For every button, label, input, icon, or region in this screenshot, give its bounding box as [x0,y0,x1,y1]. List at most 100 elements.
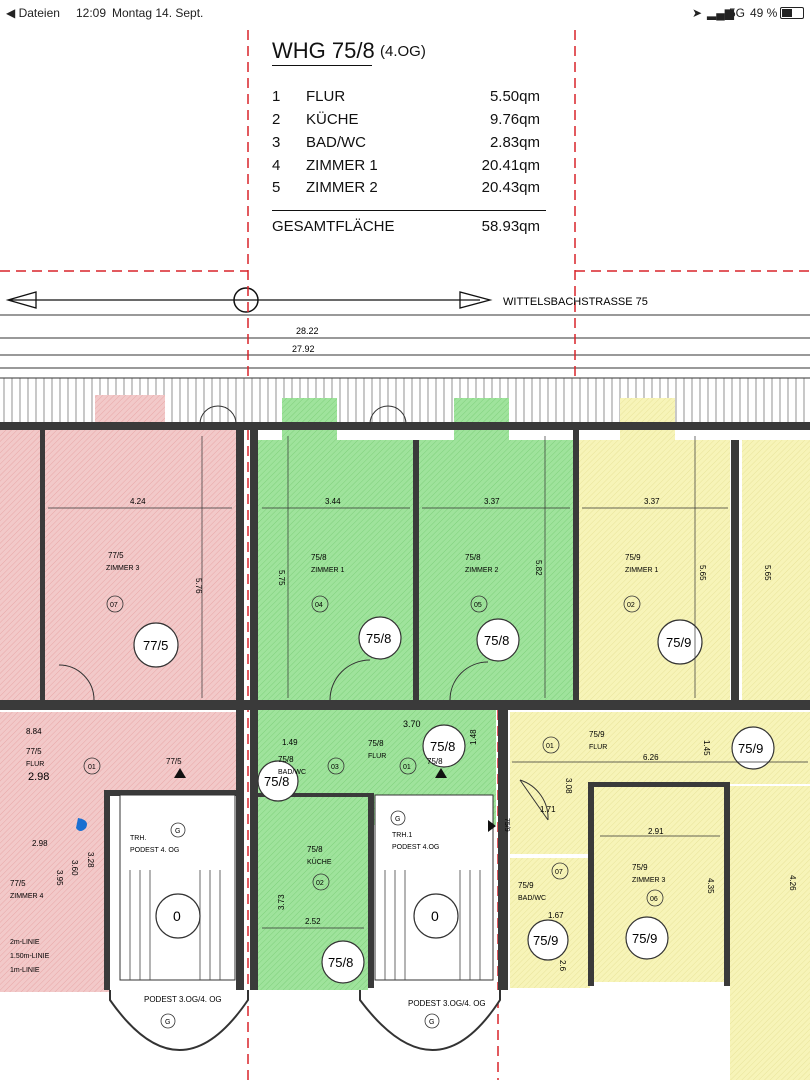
unit-badge: 75/9 [533,933,558,948]
dim-label: 3.28 [86,852,95,868]
room-number: 1 [272,88,281,105]
status-date: Montag 14. Sept. [112,6,204,20]
room-number: 04 [315,602,323,609]
room-name: BAD/WC [278,769,306,776]
dim-label: 1.48 [469,729,478,745]
legend-row: 3 BAD/WC 2.83qm [272,134,540,156]
unit-badge: 75/9 [666,635,691,650]
dim-label: 4.24 [130,497,146,506]
dim-label: 3.95 [55,870,64,886]
room-name: ZIMMER 1 [625,567,659,574]
dim-label: 5.76 [194,578,203,594]
room-area: 9.76qm [489,111,540,128]
room-code: 75/9 [589,730,605,739]
dim-label: 3.60 [70,860,79,876]
dim-label: 3.37 [484,497,500,506]
room-number: 07 [110,602,118,609]
stair-label: PODEST 4. OG [130,847,179,854]
back-to-files-link[interactable]: ◀ Dateien [6,6,60,20]
stair-label: TRH.1 [392,832,412,839]
room-code: 75/8 [311,553,327,562]
room-name: ZIMMER 1 [311,567,345,574]
title-underline [272,65,372,66]
legend-divider [272,210,546,211]
dim-label: 6.26 [643,753,659,762]
legend-total-row: GESAMTFLÄCHE 58.93qm [272,218,540,240]
legend-floor: (4.OG) [380,43,426,60]
room-number: 5 [272,179,281,196]
dim-label: 2.98 [28,771,49,783]
battery-percent: 49 % [750,6,778,20]
room-area: 2.83qm [489,134,540,151]
room-code: 75/9 [518,881,534,890]
unit-legend: WHG 75/8 (4.OG) 1 FLUR 5.50qm 2 KÜCHE 9.… [252,28,572,253]
stair-g-label: G [175,828,180,835]
dim-label: 3.73 [277,894,286,910]
dim-label: 2.91 [648,827,664,836]
dim-label: 2.6 [558,960,567,972]
total-label: GESAMTFLÄCHE [272,218,395,235]
room-code: 77/5 [26,747,42,756]
room-number: 06 [650,896,658,903]
room-name: ZIMMER 3 [106,565,140,572]
unit-badge: 75/8 [366,631,391,646]
room-number: 02 [316,880,324,887]
stair-label: PODEST 3.OG/4. OG [144,995,222,1004]
room-name: KÜCHE [307,858,332,866]
total-area: 58.93qm [481,218,540,235]
room-area: 5.50qm [489,88,540,105]
dim-label: 5.65 [763,565,772,581]
room-number: 03 [331,764,339,771]
legend-row: 1 FLUR 5.50qm [272,88,540,110]
status-time: 12:09 [76,6,107,20]
dim-label: 4.35 [706,878,715,894]
dim-label: 4.26 [788,875,797,891]
dim-label: 2.52 [305,917,321,926]
room-code: 77/5 [108,551,124,560]
dim-label: 3.70 [403,719,421,729]
stair-level: 0 [431,908,439,924]
legend-row: 4 ZIMMER 1 20.41qm [272,157,540,179]
room-name: ZIMMER 3 [632,877,666,884]
room-code: 75/8 [307,845,323,854]
dim-label: 8.84 [26,727,42,736]
unit-badge: 75/8 [328,955,353,970]
room-number: 02 [627,602,635,609]
legend-row: 2 KÜCHE 9.76qm [272,111,540,133]
room-name: ZIMMER 2 [465,567,499,574]
stair-g-label: G [165,1019,170,1026]
unit-badge: 75/8 [264,774,289,789]
room-code: 75/8 [465,553,481,562]
stair-label: PODEST 3.OG/4. OG [408,999,486,1008]
dim-label: 3.08 [564,778,573,794]
street-label: WITTELSBACHSTRASSE 75 [503,296,648,308]
legend-title: WHG 75/8 [272,38,375,63]
unit-badge: 75/9 [738,741,763,756]
stair-code: 75/8 [427,757,443,766]
unit-badge: 75/8 [484,633,509,648]
dim-label: 1.45 [702,740,711,756]
room-name: ZIMMER 2 [306,179,378,196]
status-bar: ◀ Dateien 12:09 Montag 14. Sept. ➤ ▂▄▆ 5… [0,0,810,26]
room-name: FLUR [306,88,346,105]
stair-g-label: G [395,816,400,823]
room-name: KÜCHE [306,111,359,128]
signal-icon: ▂▄▆ [707,6,734,20]
room-name: BAD/WC [518,895,546,902]
room-code: 75/9 [625,553,641,562]
dim-label: 1.49 [282,738,298,747]
room-name: FLUR [368,753,386,760]
dim-label: 3.37 [644,497,660,506]
room-number: 07 [555,869,563,876]
dim-label: 3.44 [325,497,341,506]
room-number: 3 [272,134,281,151]
unit-badge: 77/5 [143,638,168,653]
room-number: 2 [272,111,281,128]
line-label: 1m-LINIE [10,967,40,974]
battery-icon [780,7,804,19]
room-code: 77/5 [10,879,26,888]
dim-total-2: 27.92 [292,344,315,354]
stair-g-label: G [429,1019,434,1026]
legend-row: 5 ZIMMER 2 20.43qm [272,179,540,201]
